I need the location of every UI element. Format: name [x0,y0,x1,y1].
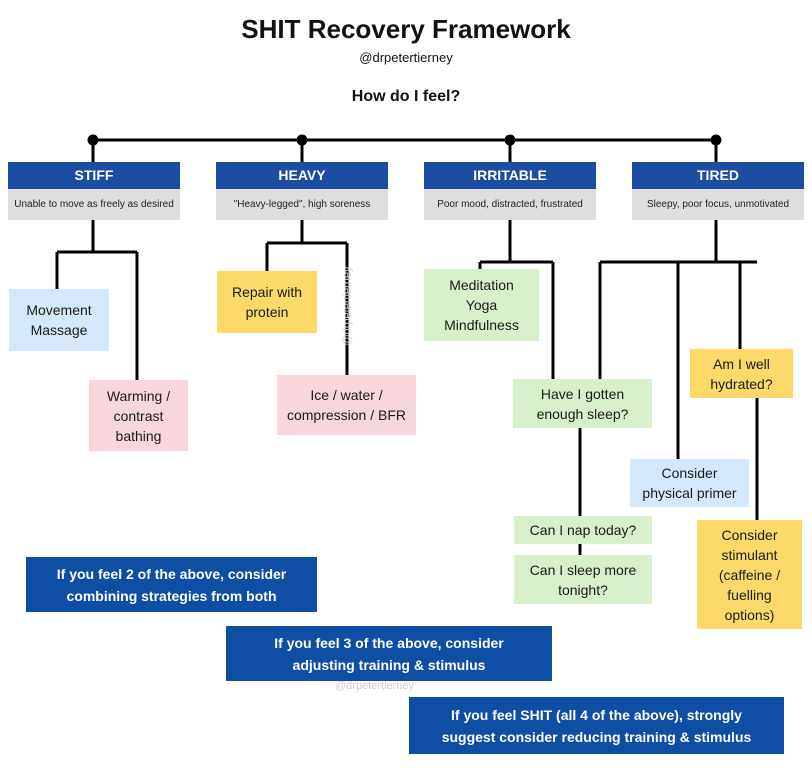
strategy-stimulant: Consider stimulant (caffeine / fuelling … [697,520,802,629]
strategy-line: Warming / [106,387,171,404]
strategy-line: contrast [113,407,164,424]
advice-two-of-above: If you feel 2 of the above, consider com… [26,557,317,612]
category-irritable-description: Poor mood, distracted, frustrated [424,189,596,220]
advice-all-four: If you feel SHIT (all 4 of the above), s… [409,697,784,754]
strategy-line: Ice / water / [310,387,383,403]
strategy-line: stimulant [721,546,778,563]
page-title: SHIT Recovery Framework [241,14,571,44]
strategy-line: Have I gotten [540,385,625,402]
question-nap-today: Can I nap today? [514,516,652,544]
question-well-hydrated: Am I well hydrated? [690,349,793,398]
strategy-line: physical primer [642,485,737,501]
strategy-line: hydrated? [710,375,773,392]
strategy-physical-primer: Consider physical primer [630,459,749,507]
question-enough-sleep: Have I gotten enough sleep? [513,379,652,428]
strategy-line: Consider [721,526,778,543]
category-tired-header: TIRED [632,162,804,189]
strategy-line: compression / BFR [286,407,407,423]
strategy-line: Movement [26,302,92,318]
strategy-line: Consider [661,465,718,481]
strategy-line: enough sleep? [536,405,629,422]
category-heavy-header: HEAVY [216,162,388,189]
strategy-line: Mindfulness [444,317,519,333]
advice-three-of-above: If you feel 3 of the above, consider adj… [226,626,552,681]
advice-line: combining strategies from both [66,587,277,604]
advice-line: If you feel SHIT (all 4 of the above), s… [451,706,742,723]
strategy-line: bathing [115,427,162,444]
category-tired-description: Sleepy, poor focus, unmotivated [632,189,804,220]
category-irritable-header: IRRITABLE [424,162,596,189]
watermark-vertical: @drpetertierney [341,266,354,346]
strategy-ice-compression: Ice / water / compression / BFR [277,375,416,435]
strategy-line: fuelling [727,586,772,603]
strategy-line: Meditation [449,277,514,293]
advice-line: If you feel 2 of the above, consider [56,565,287,582]
strategy-meditation-yoga: Meditation Yoga Mindfulness [424,269,539,341]
strategy-line: Massage [30,322,88,338]
category-stiff-description: Unable to move as freely as desired [8,189,180,220]
strategy-movement-massage: Movement Massage [9,289,109,351]
advice-line: adjusting training & stimulus [292,656,486,673]
strategy-line: Repair with [231,284,303,300]
strategy-line: options) [724,606,775,623]
advice-line: If you feel 3 of the above, consider [274,634,504,651]
advice-line: suggest consider reducing training & sti… [441,728,752,745]
strategy-line: Am I well [713,355,770,372]
category-heavy-description: "Heavy-legged", high soreness [216,189,388,220]
strategy-line: tonight? [558,581,608,598]
watermark-horizontal: @drpetertierney [335,680,415,692]
author-handle: @drpetertierney [359,50,453,65]
category-stiff-header: STIFF [8,162,180,189]
root-question: How do I feel? [351,88,461,105]
strategy-line: Can I nap today? [529,522,637,538]
strategy-warming-contrast-bathing: Warming / contrast bathing [89,380,188,451]
question-sleep-more-tonight: Can I sleep more tonight? [514,555,652,604]
strategy-line: protein [245,304,289,320]
strategy-repair-protein: Repair with protein [217,271,317,333]
strategy-line: Can I sleep more [529,561,637,578]
strategy-line: Yoga [465,297,498,313]
strategy-line: (caffeine / [718,566,781,583]
